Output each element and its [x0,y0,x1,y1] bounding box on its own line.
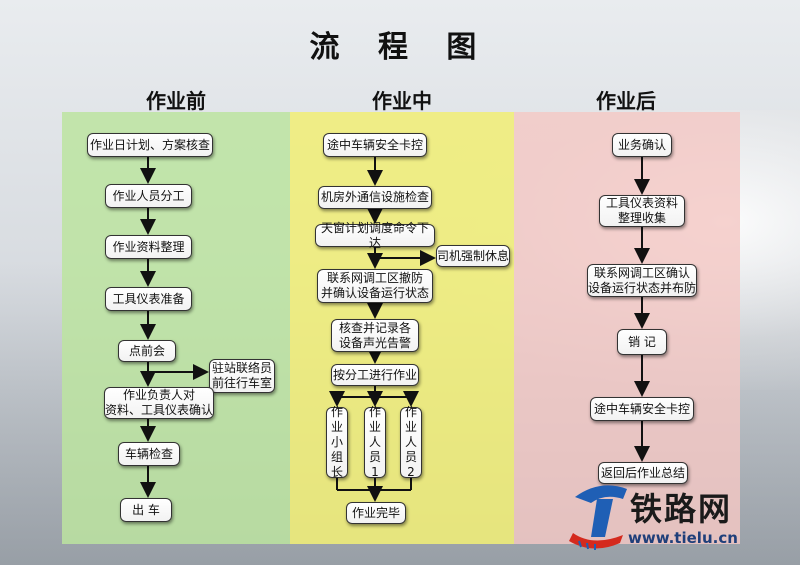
step-plan-review: 作业日计划、方案核查 [87,133,213,157]
step-dispatch-order: 天窗计划调度命令下达 [315,221,435,250]
step-leader-confirm: 作业负责人对 资料、工具仪表确认 [104,387,214,419]
role-team-leader: 作 业 小 组 长 [326,405,348,479]
step-business-confirm: 业务确认 [612,133,672,157]
step-vehicle-check: 车辆检查 [118,442,180,466]
step-work-complete: 作业完毕 [346,502,406,524]
page-title: 流 程 图 [309,30,491,65]
step-driver-rest: 司机强制休息 [436,245,510,267]
step-return-safety: 途中车辆安全卡控 [590,397,694,421]
step-transit-safety: 途中车辆安全卡控 [323,133,427,157]
role-worker-1: 作 业 人 员 1 [364,405,386,479]
step-outdoor-inspection: 机房外通信设施检查 [318,186,432,209]
tielu-logo-icon [569,485,627,550]
step-tool-prep: 工具仪表准备 [105,287,192,311]
step-disarm-confirm: 联系网调工区撤防 并确认设备运行状态 [317,269,433,303]
role-worker-2: 作 业 人 员 2 [400,405,422,479]
step-arm-confirm: 联系网调工区确认 设备运行状态并布防 [587,264,697,297]
column-title-during: 作业中 [372,89,432,113]
step-staff-assignment: 作业人员分工 [105,184,192,208]
logo-url: www.tielu.cn [628,529,738,547]
step-liaison-to-station: 驻站联络员 前往行车室 [209,359,275,393]
column-title-before: 作业前 [146,89,206,113]
logo-name: 铁路网 [630,490,733,528]
step-assigned-work: 按分工进行作业 [331,364,419,386]
column-title-after: 作业后 [596,89,656,113]
step-sign-off: 销 记 [617,329,667,355]
step-document-prep: 作业资料整理 [105,235,192,259]
step-tools-collect: 工具仪表资料 整理收集 [599,195,685,227]
step-alarm-record: 核查并记录各 设备声光告警 [331,319,419,352]
step-depart: 出 车 [120,498,172,522]
step-pre-meeting: 点前会 [118,340,176,362]
step-summary: 返回后作业总结 [598,462,688,484]
